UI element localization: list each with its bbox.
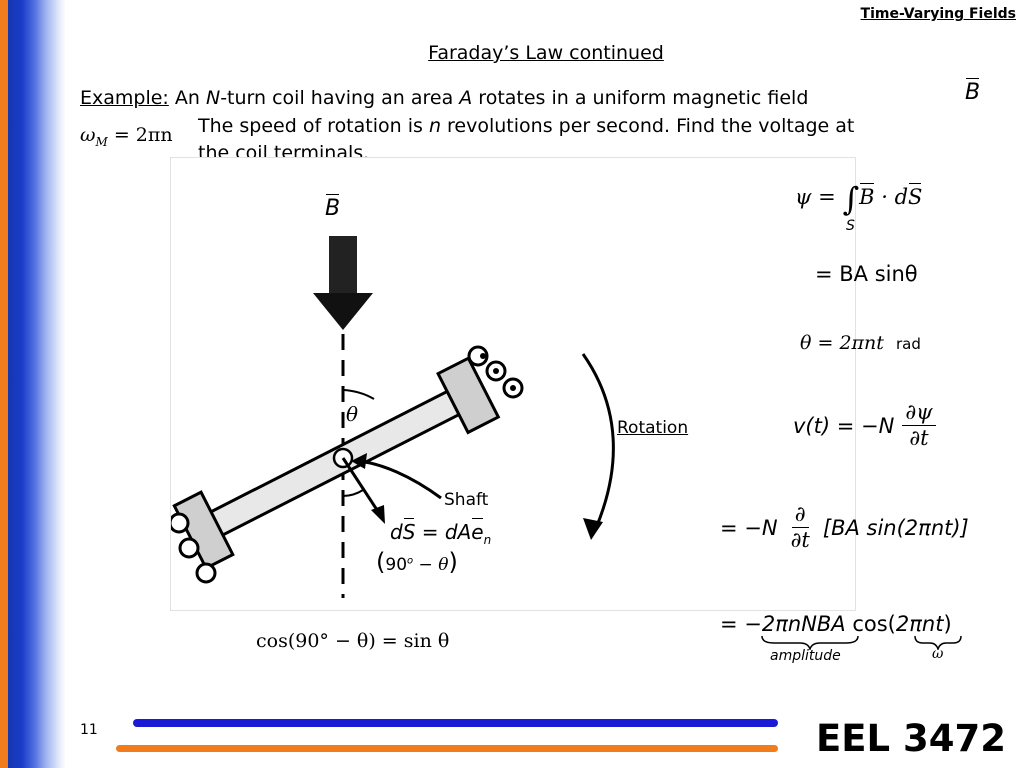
page-number: 11 [80,722,98,738]
basin-equation: = BA sinθ [815,262,918,286]
rotation-label: Rotation [617,418,689,438]
flux-equation: ψ = ∫B · dS [795,180,923,218]
theta-unit: rad [896,335,921,353]
theta-equation: θ = 2πnt [800,332,884,354]
b-arrow-head [313,293,373,330]
field-B-vector: B [965,78,981,105]
course-code: EEL 3472 [816,717,1006,760]
normal-vector-line [341,457,381,514]
coil-diagram [168,157,856,611]
cross-terminal-2 [178,537,200,559]
final-equation: = −2πnNBA cos(2πnt) [720,612,952,636]
rotation-arrow-head [583,518,603,540]
shaft-pointer [356,459,442,500]
footer-blue-line [133,719,778,727]
cos-identity: cos(90° − θ) = sin θ [256,630,450,652]
rotation-arc [581,353,615,529]
footer-orange-line [116,745,778,752]
underbraces [761,635,962,650]
amplitude-label: amplitude [770,648,841,664]
angle-complement-label: (90o − θ) [376,548,458,576]
voltage-equation: v(t) = −N ∂ψ ∂t [793,400,936,451]
shaft-label: Shaft [444,490,489,510]
diagram-b-label: B [325,194,341,221]
normal-vector-head [371,505,385,524]
slide-title: Faraday’s Law continued [428,42,664,64]
cross-terminal-3 [195,562,217,584]
theta-arc [342,389,375,400]
complement-arc [342,489,364,497]
example-line-1: Example: An N-turn coil having an area A… [80,87,809,109]
omega-equation: ωM = 2πn [80,124,173,149]
dot-terminal-1 [467,345,489,367]
cross-terminal-1 [168,512,190,534]
omega-brace [914,635,962,650]
example-label: Example: [80,87,169,109]
amplitude-brace [761,635,859,650]
derivative-equation: = −N ∂ ∂t [BA sin(2πnt)] [720,502,969,553]
header-title: Time-Varying Fields [860,6,1016,22]
omega-label: ω [932,646,944,662]
b-arrow-shaft [329,236,357,296]
ds-vector-label: ddSS = dAen [390,518,492,547]
flux-integral-sub: S [846,218,855,234]
example-line-2: The speed of rotation is n revolutions p… [198,115,855,137]
theta-label: θ [346,402,359,426]
coil-diagram-svg [168,236,615,598]
left-decorative-bar [0,0,66,768]
